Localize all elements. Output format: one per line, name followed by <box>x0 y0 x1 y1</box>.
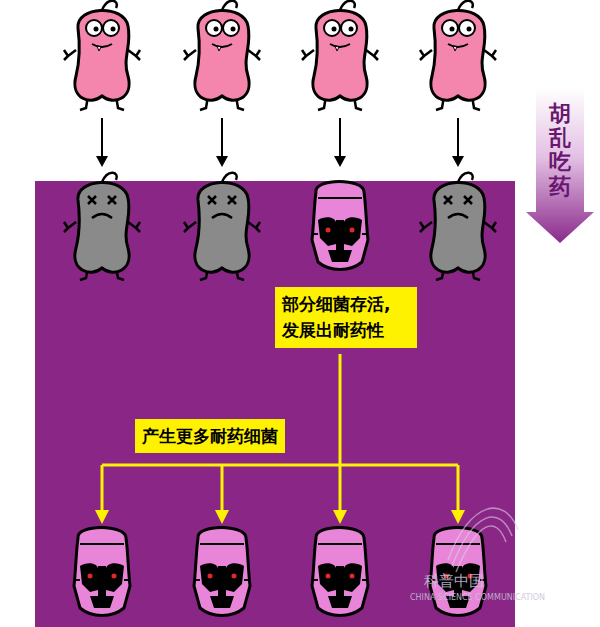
branch-lines <box>102 354 458 512</box>
callout-text: 部分细菌存活, 发展出耐药性 <box>275 287 417 348</box>
vertical-label: 胡乱吃药 <box>549 102 571 199</box>
down-arrows <box>102 118 458 158</box>
resistant-bacterium <box>74 528 130 616</box>
resistant-bacterium <box>312 182 368 270</box>
resistant-bacterium <box>194 528 250 616</box>
watermark-text: CHINA SCIENCE COMMUNICATION <box>410 593 545 602</box>
dead-bacterium <box>64 173 140 280</box>
vertical-text: 胡乱吃药 <box>549 102 571 199</box>
callout-text: 产生更多耐药细菌 <box>135 419 285 453</box>
bacterium <box>420 1 496 110</box>
arrow-shape <box>526 88 594 243</box>
bacterium <box>184 1 260 110</box>
watermark-text: 科普中国 <box>424 572 484 591</box>
resistant-bacterium <box>312 528 368 616</box>
bacterium <box>302 1 378 110</box>
bacterium <box>64 1 140 110</box>
resistant-bacterium <box>430 528 486 616</box>
dead-bacterium <box>420 173 496 280</box>
dead-bacterium <box>184 173 260 280</box>
watermark-logo <box>448 508 518 572</box>
callout-box: 产生更多耐药细菌 <box>135 419 285 454</box>
callout-box: 部分细菌存活, 发展出耐药性 <box>275 287 417 348</box>
